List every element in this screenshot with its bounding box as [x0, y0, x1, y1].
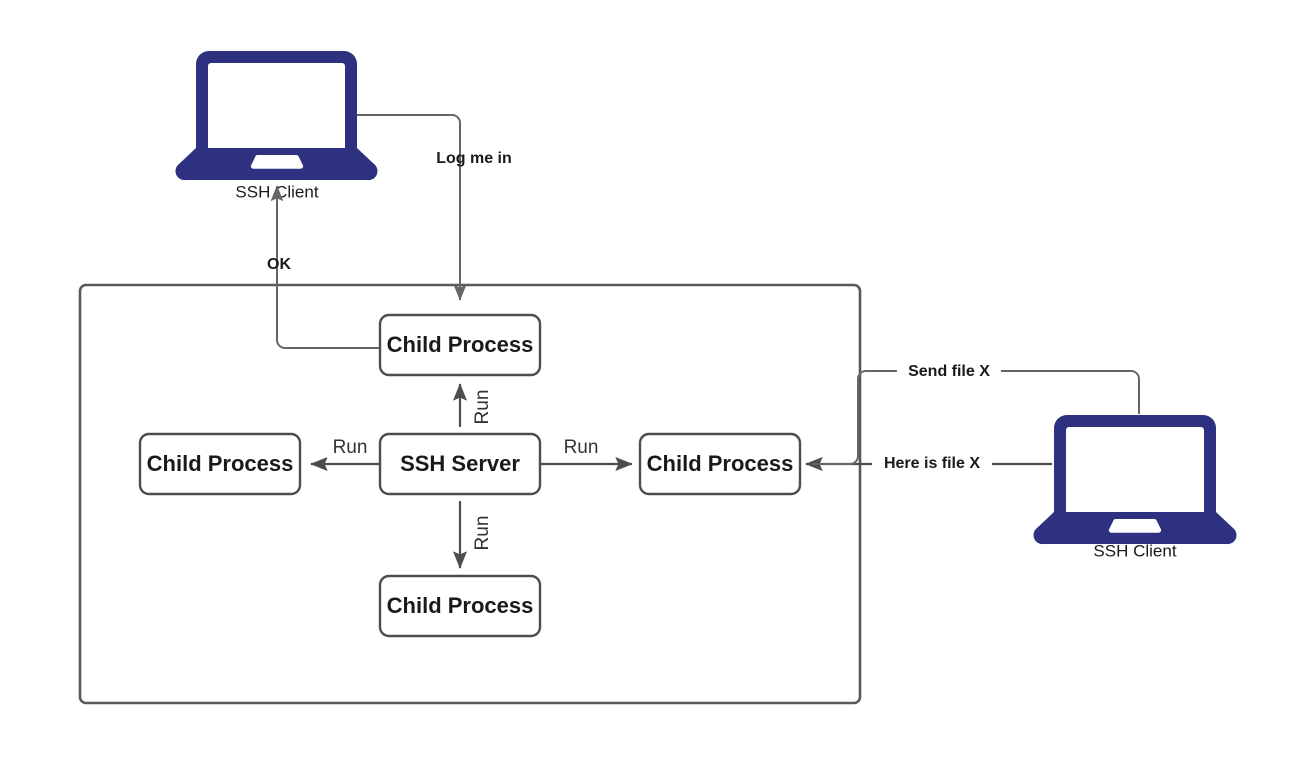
- node-label: Child Process: [647, 451, 794, 476]
- node-child-process-bottom[interactable]: Child Process: [378, 574, 542, 638]
- laptop-icon: [1033, 415, 1237, 545]
- node-label: Child Process: [387, 593, 534, 618]
- ssh-client-left[interactable]: SSH Client: [175, 51, 378, 201]
- node-label: SSH Server: [400, 451, 520, 476]
- node-child-process-left[interactable]: Child Process: [138, 432, 302, 496]
- laptop-icon: [175, 51, 378, 181]
- ssh-server-boundary: [78, 283, 862, 705]
- svg-text:Log me in: Log me in: [436, 150, 512, 167]
- node-ssh-server[interactable]: SSH Server: [378, 432, 542, 496]
- edge-send-file: [812, 370, 1140, 465]
- svg-text:Send file X: Send file X: [908, 363, 990, 380]
- edge-ok: [270, 185, 380, 349]
- edge-label-ok: OK: [267, 256, 291, 273]
- svg-text:Run: Run: [564, 437, 599, 458]
- svg-text:Run: Run: [472, 516, 493, 551]
- edge-label-log-me-in: Log me in: [436, 150, 512, 167]
- node-child-process-top[interactable]: Child Process: [378, 313, 542, 377]
- node-label: Child Process: [387, 332, 534, 357]
- edge-label-run-left: Run: [327, 436, 375, 458]
- svg-text:OK: OK: [267, 256, 291, 273]
- ssh-client-right-label: SSH Client: [1093, 541, 1176, 560]
- node-child-process-right[interactable]: Child Process: [638, 432, 802, 496]
- svg-text:Here is file X: Here is file X: [884, 455, 980, 472]
- edge-label-run-down: Run: [472, 516, 493, 551]
- node-label: Child Process: [147, 451, 294, 476]
- edge-label-run-up: Run: [472, 390, 493, 425]
- edge-label-run-right: Run: [557, 436, 605, 458]
- ssh-client-right[interactable]: SSH Client: [1033, 415, 1237, 560]
- edge-label-send-file: Send file X: [897, 361, 1001, 381]
- edge-log-me-in: [357, 114, 467, 301]
- edge-label-here-is-file: Here is file X: [872, 454, 992, 474]
- svg-text:Run: Run: [472, 390, 493, 425]
- svg-text:Run: Run: [333, 437, 368, 458]
